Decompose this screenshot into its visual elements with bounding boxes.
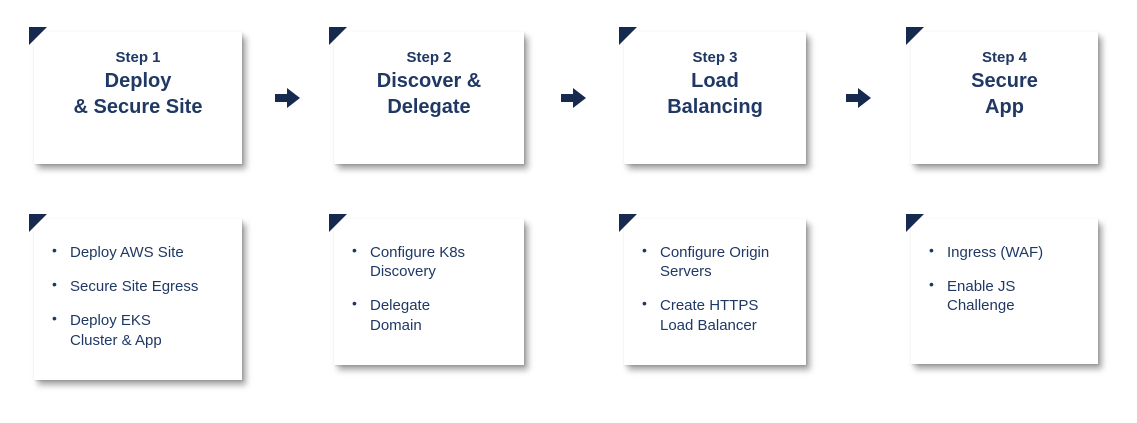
corner-accent (329, 214, 347, 232)
step-label: Step 4 (981, 49, 1027, 66)
detail-card-1: Deploy AWS Site Secure Site Egress Deplo… (29, 214, 242, 380)
detail-card-4: Ingress (WAF) Enable JS Challenge (906, 214, 1098, 364)
step-title: Discover & Delegate (376, 70, 482, 118)
step-card-4: Step 4 Secure App (906, 27, 1098, 164)
bullet-item: Configure K8s Discovery (350, 242, 512, 281)
step-title: Deploy & Secure Site (73, 70, 203, 118)
corner-accent (29, 27, 47, 45)
bullet-item: Deploy EKS Cluster & App (50, 310, 230, 349)
step-card-2: Step 2 Discover & Delegate (329, 27, 524, 164)
bullet-item: Deploy AWS Site (50, 242, 230, 262)
bullet-item: Enable JS Challenge (927, 276, 1086, 315)
step-label: Step 1 (115, 49, 161, 66)
detail-card-3: Configure Origin Servers Create HTTPS Lo… (619, 214, 806, 365)
corner-accent (619, 27, 637, 45)
bullet-list: Ingress (WAF) Enable JS Challenge (927, 242, 1086, 316)
bullet-item: Configure Origin Servers (640, 242, 794, 281)
step-card-3: Step 3 Load Balancing (619, 27, 806, 164)
bullet-list: Configure K8s Discovery Delegate Domain (350, 242, 512, 335)
step-label: Step 3 (692, 49, 738, 66)
step-title: Secure App (971, 70, 1038, 118)
arrow-right-icon (806, 32, 911, 164)
bullet-item: Secure Site Egress (50, 276, 230, 296)
corner-accent (29, 214, 47, 232)
arrow-right-icon (242, 32, 334, 164)
bullet-item: Delegate Domain (350, 295, 512, 334)
arrow-right-icon (524, 32, 624, 164)
corner-accent (619, 214, 637, 232)
bullet-list: Configure Origin Servers Create HTTPS Lo… (640, 242, 794, 335)
bullet-item: Ingress (WAF) (927, 242, 1086, 262)
corner-accent (906, 214, 924, 232)
step-label: Step 2 (406, 49, 452, 66)
corner-accent (329, 27, 347, 45)
step-card-1: Step 1 Deploy & Secure Site (29, 27, 242, 164)
bullet-item: Create HTTPS Load Balancer (640, 295, 794, 334)
step-title: Load Balancing (667, 70, 763, 118)
corner-accent (906, 27, 924, 45)
detail-card-2: Configure K8s Discovery Delegate Domain (329, 214, 524, 365)
bullet-list: Deploy AWS Site Secure Site Egress Deplo… (50, 242, 230, 350)
diagram-grid: Step 1 Deploy & Secure Site Step 2 Disco… (0, 0, 1137, 380)
